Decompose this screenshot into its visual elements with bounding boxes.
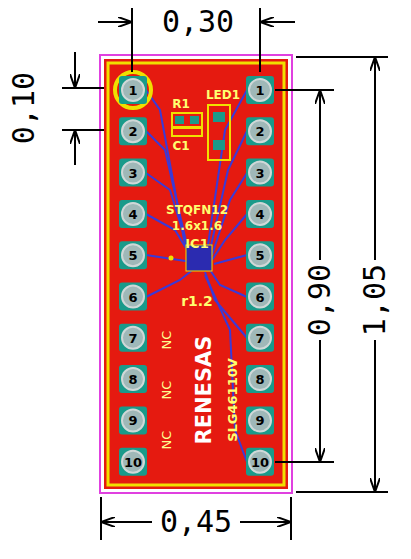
board-copper: [104, 59, 288, 489]
dimension: 0,90: [305, 261, 335, 339]
pad-drill: [122, 244, 144, 266]
through-hole-pad: [119, 406, 147, 434]
package-name: STQFN12: [166, 204, 228, 216]
through-hole-pad: [119, 241, 147, 269]
through-hole-pad: [246, 117, 274, 145]
capacitor-footprint: [172, 128, 202, 136]
dimension: 0,45: [157, 507, 235, 537]
pin1-marker: [115, 72, 151, 108]
through-hole-pad: [119, 76, 147, 104]
pad-rows: [119, 76, 274, 476]
pin-name: NC: [160, 381, 173, 400]
through-hole-pad: [119, 159, 147, 187]
package-size: 1.6x1.6: [172, 220, 222, 232]
brand-logo: RENESAS: [194, 336, 215, 445]
dimension: 1,05: [360, 261, 390, 339]
pin-number: 4: [128, 207, 137, 220]
pad-drill: [249, 286, 271, 308]
pin-number: 6: [255, 290, 264, 303]
part-name: C1: [172, 140, 189, 152]
pin-number: 8: [255, 373, 264, 386]
smd-pad: [213, 112, 225, 122]
pad-drill: [249, 120, 271, 142]
through-hole-pad: [246, 241, 274, 269]
pad-drill: [249, 79, 271, 101]
through-hole-pad: [119, 117, 147, 145]
smd-pad: [175, 116, 184, 124]
pad-drill: [122, 162, 144, 184]
led-footprint: [208, 105, 230, 160]
pad-drill: [122, 286, 144, 308]
pad-drill: [249, 244, 271, 266]
pad-drill: [122, 368, 144, 390]
pin-number: 7: [255, 331, 264, 344]
through-hole-pad: [246, 448, 274, 476]
through-hole-pad: [246, 200, 274, 228]
through-hole-pad: [119, 448, 147, 476]
pad-drill: [122, 327, 144, 349]
through-hole-pad: [119, 324, 147, 352]
part-name: LED1: [206, 89, 240, 101]
pad-drill: [122, 79, 144, 101]
pin-name: NC: [160, 431, 173, 450]
dimension: 0,10: [9, 69, 39, 147]
smd-pad: [213, 140, 225, 150]
dimension: 0,30: [159, 7, 237, 37]
revision: r1.2: [181, 294, 213, 308]
pin1-dot: [169, 256, 174, 261]
pad-drill: [122, 203, 144, 225]
pin-number: 1: [255, 84, 264, 97]
pin-number: 7: [128, 331, 137, 344]
pin-number: 9: [128, 414, 137, 427]
through-hole-pad: [246, 159, 274, 187]
through-hole-pad: [119, 365, 147, 393]
pin-number: 5: [128, 249, 137, 262]
pad-drill: [249, 368, 271, 390]
through-hole-pad: [246, 406, 274, 434]
pad-drill: [249, 162, 271, 184]
pin-number: 5: [255, 249, 264, 262]
traces: [146, 90, 247, 462]
part-number: SLG46110V: [226, 358, 239, 442]
part-name: IC1: [185, 237, 208, 250]
pin-number: 2: [255, 125, 264, 138]
pin-number: 10: [124, 455, 142, 468]
pin-name: NC: [160, 331, 173, 350]
through-hole-pad: [246, 324, 274, 352]
silkscreen-outline: [108, 63, 284, 485]
smd-pad: [190, 116, 199, 124]
through-hole-pad: [119, 200, 147, 228]
pin-number: 3: [255, 166, 264, 179]
pad-drill: [249, 451, 271, 473]
pin-number: 8: [128, 373, 137, 386]
dimension-lines: [62, 8, 388, 540]
through-hole-pad: [246, 365, 274, 393]
pin-number: 3: [128, 166, 137, 179]
pad-drill: [249, 327, 271, 349]
through-hole-pad: [119, 283, 147, 311]
pin-number: 4: [255, 207, 264, 220]
part-name: R1: [172, 98, 190, 110]
through-hole-pad: [246, 283, 274, 311]
pad-drill: [249, 409, 271, 431]
pin-number: 9: [255, 414, 264, 427]
pad-drill: [249, 203, 271, 225]
through-hole-pad: [246, 76, 274, 104]
pad-drill: [122, 120, 144, 142]
pin-number: 10: [251, 455, 269, 468]
pad-drill: [122, 451, 144, 473]
pin-number: 1: [128, 84, 137, 97]
pin-number: 2: [128, 125, 137, 138]
board-edge: [100, 55, 292, 493]
pad-drill: [122, 409, 144, 431]
resistor-footprint: [172, 113, 202, 127]
pin-number: 6: [128, 290, 137, 303]
